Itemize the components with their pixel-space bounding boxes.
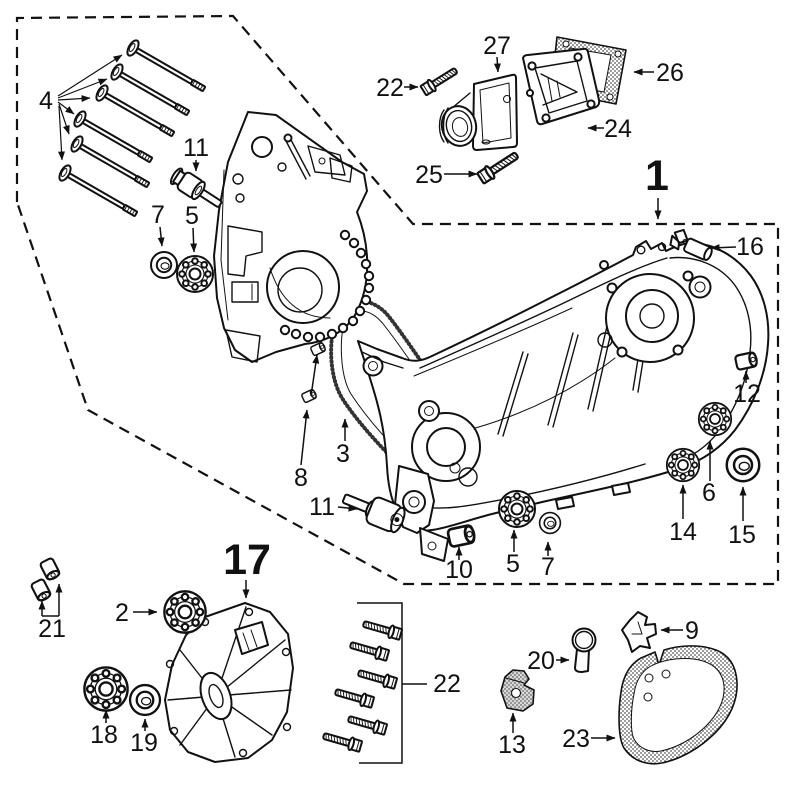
leader-5-top bbox=[190, 227, 198, 253]
part-18-bearing bbox=[83, 666, 129, 712]
part-10-spacer bbox=[445, 523, 477, 549]
callout-labels: 4 11 7 5 22 27 26 24 25 1 16 12 6 14 15 … bbox=[38, 32, 764, 759]
callout-7-top: 7 bbox=[151, 201, 165, 229]
callout-21: 21 bbox=[38, 615, 66, 643]
part-24-reed-valve-block bbox=[522, 47, 601, 126]
callout-15: 15 bbox=[728, 521, 756, 549]
leader-22-bottom bbox=[357, 602, 427, 764]
leader-11-bottom bbox=[337, 504, 358, 512]
leader-4 bbox=[57, 54, 123, 161]
part-20-cap bbox=[571, 627, 597, 673]
callout-22-bottom: 22 bbox=[433, 670, 461, 698]
callout-11-top: 11 bbox=[183, 134, 209, 162]
part-9-clip bbox=[621, 611, 657, 653]
callout-20: 20 bbox=[527, 647, 555, 675]
part-27-intake-manifold bbox=[438, 73, 518, 151]
part-15-seal bbox=[725, 447, 761, 483]
callout-12: 12 bbox=[733, 380, 761, 408]
callout-1: 1 bbox=[645, 152, 669, 200]
part-6-bearing bbox=[697, 401, 733, 437]
callout-16: 16 bbox=[736, 233, 764, 261]
part-19-seal bbox=[128, 683, 162, 717]
callout-11-bottom: 11 bbox=[309, 493, 335, 521]
callout-26: 26 bbox=[656, 59, 684, 87]
callout-14: 14 bbox=[669, 518, 697, 546]
flange-teeth bbox=[279, 229, 375, 343]
part-2-bearing bbox=[163, 590, 207, 634]
callout-8: 8 bbox=[294, 464, 308, 492]
callout-22-top: 22 bbox=[376, 74, 404, 102]
callout-17: 17 bbox=[223, 536, 271, 584]
leader-21 bbox=[38, 583, 63, 617]
group-1-boundary bbox=[15, 14, 780, 586]
callout-9: 9 bbox=[685, 617, 699, 645]
callout-7-bottom: 7 bbox=[541, 553, 555, 581]
callout-4: 4 bbox=[39, 87, 53, 115]
part-5-bottom-bearing bbox=[498, 490, 536, 528]
leader-16 bbox=[710, 244, 737, 252]
part-13-rubber-damper bbox=[500, 669, 535, 712]
callout-5-top: 5 bbox=[185, 202, 199, 230]
callout-5-bottom: 5 bbox=[506, 550, 520, 578]
callout-2: 2 bbox=[115, 599, 129, 627]
callout-25: 25 bbox=[415, 161, 443, 189]
callout-10: 10 bbox=[445, 556, 473, 584]
callout-27: 27 bbox=[483, 32, 511, 60]
part-main-crankcase bbox=[357, 240, 770, 562]
callout-3: 3 bbox=[336, 440, 350, 468]
callout-18: 18 bbox=[90, 721, 118, 749]
part-5-top-bearing bbox=[176, 255, 214, 293]
part-16-breather bbox=[669, 228, 713, 261]
part-7-bottom-seal bbox=[538, 511, 562, 535]
callout-13: 13 bbox=[498, 731, 526, 759]
part-11-top-bushing bbox=[169, 167, 223, 208]
leader-8 bbox=[300, 354, 320, 466]
callout-23: 23 bbox=[562, 725, 590, 753]
part-left-crankcase-half bbox=[213, 111, 375, 363]
part-11-bottom-bushing bbox=[341, 493, 406, 534]
part-23-gasket bbox=[618, 645, 738, 765]
callout-24: 24 bbox=[604, 115, 632, 143]
callout-6: 6 bbox=[702, 479, 716, 507]
callout-19: 19 bbox=[130, 729, 158, 757]
part-12-spacer bbox=[733, 350, 760, 372]
leader-7-top bbox=[157, 226, 165, 247]
leader-27 bbox=[493, 56, 501, 73]
leader-lines bbox=[38, 54, 750, 764]
part-14-bearing bbox=[665, 447, 701, 483]
part-17-transmission-cover bbox=[164, 602, 294, 763]
part-7-top-seal bbox=[150, 251, 178, 279]
